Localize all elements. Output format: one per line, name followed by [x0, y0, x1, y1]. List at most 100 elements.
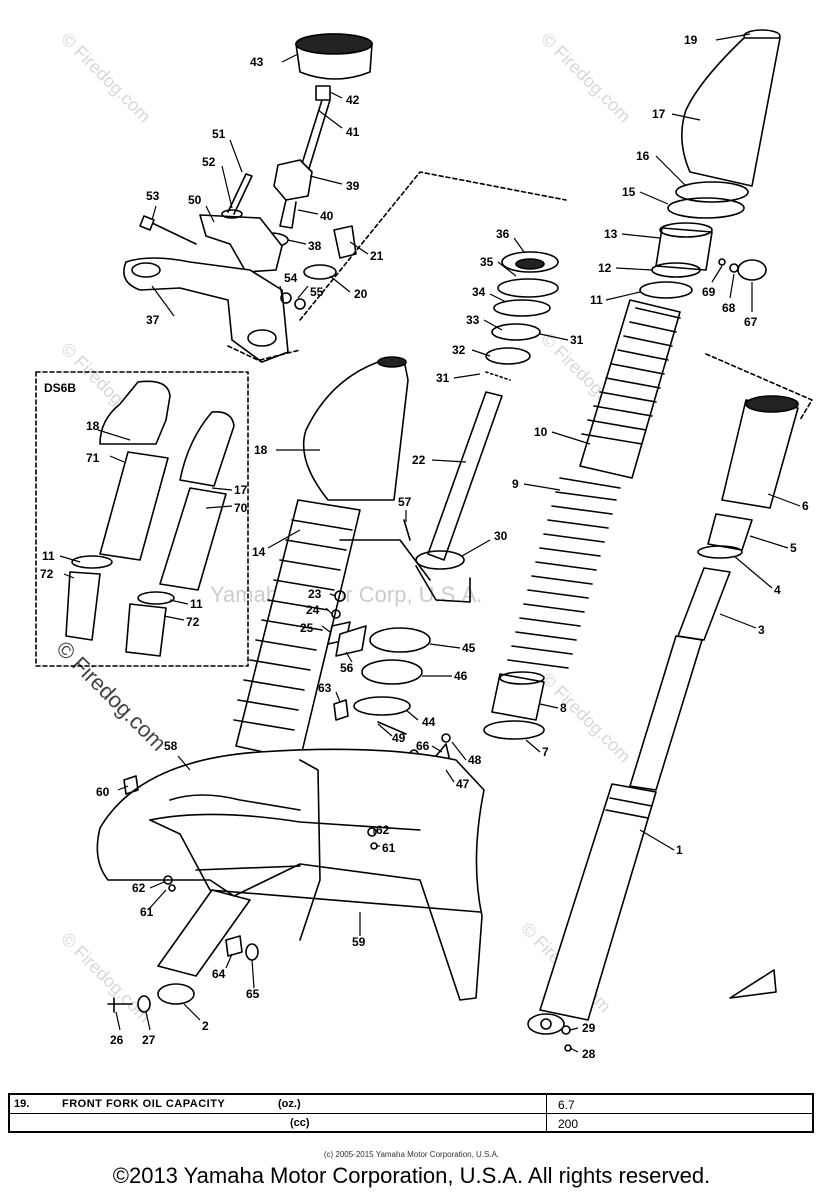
- callout-42: 42: [346, 93, 360, 107]
- callout-36: 36: [496, 227, 510, 241]
- callout-11c: 11: [190, 597, 203, 611]
- callout-38: 38: [308, 239, 322, 253]
- callout-62b: 62: [376, 823, 390, 837]
- callout-69: 69: [702, 285, 716, 299]
- callout-18b: 18: [86, 419, 100, 433]
- watermark-center-text: Yamaha Motor Corp, U.S.A.: [210, 582, 482, 607]
- front-fender: [96, 748, 485, 1001]
- callout-59: 59: [352, 935, 366, 949]
- callout-60: 60: [96, 785, 110, 799]
- callout-27: 27: [142, 1033, 156, 1047]
- callout-25: 25: [300, 621, 314, 635]
- callout-28: 28: [582, 1047, 596, 1061]
- callout-labels: 43 42 41 39 40 38 51 52 53 50 37 54 55 2…: [40, 33, 809, 1061]
- callout-31: 31: [570, 333, 584, 347]
- callout-33: 33: [466, 313, 480, 327]
- callout-6: 6: [802, 499, 809, 513]
- callout-52: 52: [202, 155, 216, 169]
- callout-29: 29: [582, 1021, 596, 1035]
- watermark-text: © Firedog.com: [537, 669, 635, 767]
- callout-21: 21: [370, 249, 384, 263]
- callout-19: 19: [684, 33, 698, 47]
- table-row: 19. FRONT FORK OIL CAPACITY (oz.) 6.7: [10, 1095, 812, 1114]
- callout-9: 9: [512, 477, 519, 491]
- footer-copyright: ©2013 Yamaha Motor Corporation, U.S.A. A…: [112, 1163, 711, 1188]
- callout-61b: 61: [382, 841, 396, 855]
- callout-61: 61: [140, 905, 154, 919]
- callout-8: 8: [560, 701, 567, 715]
- callout-39: 39: [346, 179, 360, 193]
- callout-68: 68: [722, 301, 736, 315]
- callout-66: 66: [416, 739, 430, 753]
- callout-72b: 72: [186, 615, 200, 629]
- callout-32: 32: [452, 343, 466, 357]
- callout-51: 51: [212, 127, 226, 141]
- callout-22: 22: [412, 453, 426, 467]
- spec-value-oz: 6.7: [558, 1098, 575, 1112]
- spec-index: 19.: [14, 1098, 30, 1110]
- callout-46: 46: [454, 669, 468, 683]
- callout-50: 50: [188, 193, 202, 207]
- steering-head-assembly: [123, 33, 567, 363]
- callout-4: 4: [774, 583, 781, 597]
- callout-14: 14: [252, 545, 266, 559]
- callout-71: 71: [86, 451, 100, 465]
- callout-65: 65: [246, 987, 260, 1001]
- callout-31b: 31: [436, 371, 450, 385]
- callout-54: 54: [284, 271, 298, 285]
- callout-30: 30: [494, 529, 508, 543]
- callout-62: 62: [132, 881, 146, 895]
- callout-18: 18: [254, 443, 268, 457]
- inset-label: DS6B: [44, 381, 76, 395]
- front-fork-exploded-diagram: © Firedog.com © Firedog.com © Firedog.co…: [35, 29, 813, 1061]
- callout-1: 1: [676, 843, 683, 857]
- callout-10: 10: [534, 425, 548, 439]
- callout-13: 13: [604, 227, 618, 241]
- callout-5: 5: [790, 541, 797, 555]
- spec-unit-oz: (oz.): [278, 1098, 301, 1110]
- oil-capacity-table: 19. FRONT FORK OIL CAPACITY (oz.) 6.7 (c…: [8, 1093, 814, 1133]
- callout-11: 11: [590, 293, 603, 307]
- watermark-text: © Firedog.com: [57, 929, 155, 1027]
- left-fork: [107, 356, 453, 1013]
- callout-64: 64: [212, 967, 226, 981]
- ds6b-inset: [35, 371, 249, 667]
- callout-63: 63: [318, 681, 332, 695]
- callout-41: 41: [346, 125, 360, 139]
- spec-name: FRONT FORK OIL CAPACITY: [62, 1098, 226, 1110]
- callout-70: 70: [234, 501, 248, 515]
- callout-15: 15: [622, 185, 636, 199]
- table-row: (cc) 200: [10, 1114, 812, 1132]
- callout-48: 48: [468, 753, 482, 767]
- callout-45: 45: [462, 641, 476, 655]
- callout-16: 16: [636, 149, 650, 163]
- callout-55: 55: [310, 285, 324, 299]
- callout-17b: 17: [234, 483, 248, 497]
- callout-3: 3: [758, 623, 765, 637]
- callout-24: 24: [306, 603, 320, 617]
- leader-lines: [59, 33, 801, 1053]
- right-fork-lower: [527, 353, 813, 1052]
- spec-unit-cc: (cc): [290, 1117, 310, 1129]
- callout-47: 47: [456, 777, 470, 791]
- callout-11b: 11: [42, 549, 55, 563]
- callout-26: 26: [110, 1033, 124, 1047]
- callout-37: 37: [146, 313, 160, 327]
- callout-35: 35: [480, 255, 494, 269]
- callout-7: 7: [542, 745, 549, 759]
- callout-44: 44: [422, 715, 436, 729]
- callout-2: 2: [202, 1019, 209, 1033]
- callout-53: 53: [146, 189, 160, 203]
- spec-value-cc: 200: [558, 1117, 579, 1131]
- watermark-text: © Firedog.com: [537, 29, 635, 127]
- watermark-text: © Firedog.com: [57, 29, 155, 127]
- callout-72: 72: [40, 567, 54, 581]
- small-copyright: (c) 2005-2015 Yamaha Motor Corporation, …: [323, 1150, 500, 1159]
- callout-49: 49: [392, 731, 406, 745]
- callout-12: 12: [598, 261, 612, 275]
- callout-17: 17: [652, 107, 666, 121]
- callout-23: 23: [308, 587, 322, 601]
- callout-40: 40: [320, 209, 334, 223]
- callout-58: 58: [164, 739, 178, 753]
